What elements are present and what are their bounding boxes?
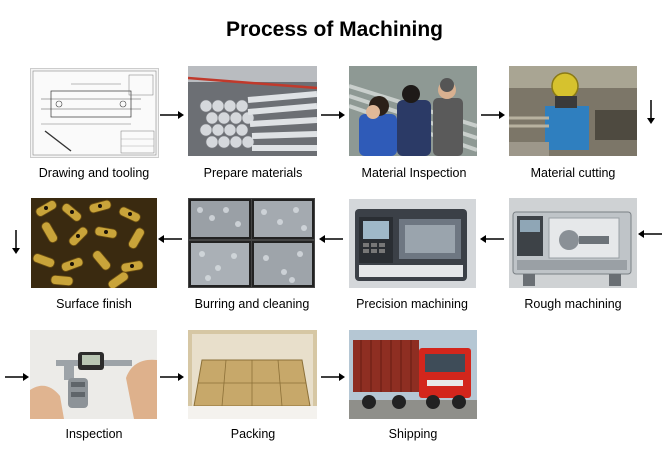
step-label-burring-cleaning: Burring and cleaning — [194, 297, 310, 311]
arrow-right-icon — [321, 110, 345, 120]
arrow-right-icon — [160, 372, 184, 382]
step-label-prepare-materials: Prepare materials — [203, 166, 303, 180]
step-label-material-inspection: Material Inspection — [361, 166, 467, 180]
step-label-shipping: Shipping — [388, 427, 438, 441]
step-label-surface-finish: Surface finish — [56, 297, 132, 311]
step-label-rough-machining: Rough machining — [524, 297, 622, 311]
surface-finish-image — [31, 198, 157, 288]
arrow-left-icon — [158, 234, 182, 244]
step-label-precision-machining: Precision machining — [356, 297, 468, 311]
arrow-right-icon — [5, 372, 29, 382]
precision-machining-image — [349, 199, 476, 288]
inspection-image — [30, 330, 157, 419]
arrow-left-icon — [480, 234, 504, 244]
prepare-materials-image — [188, 66, 317, 156]
arrow-down-icon — [646, 100, 656, 124]
shipping-image — [349, 330, 477, 419]
arrow-left-icon — [638, 229, 662, 239]
step-label-inspection: Inspection — [65, 427, 123, 441]
step-label-material-cutting: Material cutting — [530, 166, 616, 180]
material-inspection-image — [349, 66, 477, 156]
arrow-right-icon — [481, 110, 505, 120]
step-label-drawing: Drawing and tooling — [38, 166, 150, 180]
arrow-left-icon — [319, 234, 343, 244]
drawing-image — [30, 68, 159, 158]
rough-machining-image — [509, 198, 637, 288]
step-label-packing: Packing — [230, 427, 276, 441]
arrow-right-icon — [321, 372, 345, 382]
packing-image — [188, 330, 317, 419]
burring-cleaning-image — [188, 198, 315, 288]
arrow-down-icon — [11, 230, 21, 254]
arrow-right-icon — [160, 110, 184, 120]
page-title: Process of Machining — [225, 18, 444, 41]
material-cutting-image — [509, 66, 637, 156]
